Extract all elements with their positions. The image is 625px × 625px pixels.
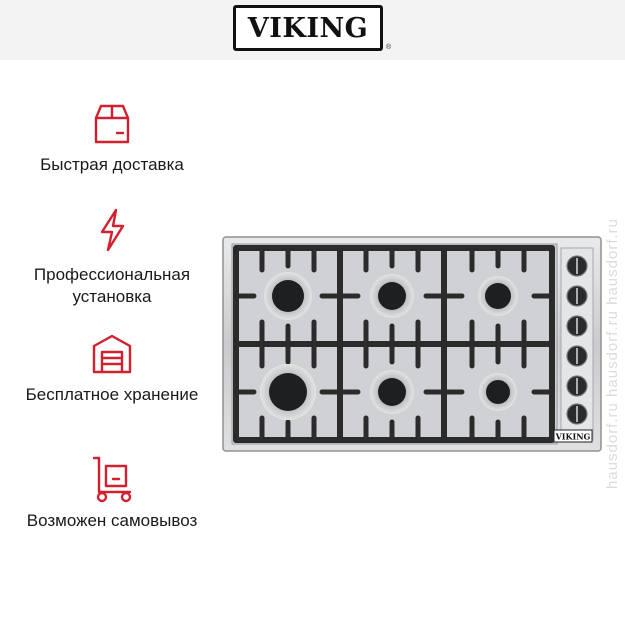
feature-label: Профессиональная установка bbox=[33, 265, 191, 306]
gas-cooktop-image: VIKING bbox=[222, 236, 602, 452]
registered-mark: ® bbox=[386, 44, 392, 51]
feature-fast-delivery: Быстрая доставка bbox=[0, 100, 224, 176]
feature-pickup: Возможен самовывоз bbox=[0, 452, 224, 532]
cooktop-badge-text: VIKING bbox=[555, 432, 591, 442]
watermark-text: hausdorf.ru hausdorf.ru hausdorf.ru bbox=[604, 218, 621, 489]
feature-label: Бесплатное хранение bbox=[25, 385, 199, 404]
box-icon bbox=[94, 104, 130, 144]
hand-truck-icon bbox=[92, 456, 132, 503]
warehouse-icon bbox=[92, 334, 132, 374]
feature-label: Быстрая доставка bbox=[40, 155, 184, 174]
logo-text: VIKING bbox=[247, 12, 369, 44]
feature-label: Возможен самовывоз bbox=[26, 511, 198, 530]
lightning-icon bbox=[100, 208, 125, 252]
header-bar: VIKING ® bbox=[0, 0, 625, 60]
viking-logo[interactable]: VIKING bbox=[233, 5, 383, 51]
feature-installation: Профессиональная установка bbox=[0, 206, 224, 308]
feature-storage: Бесплатное хранение bbox=[0, 330, 224, 406]
